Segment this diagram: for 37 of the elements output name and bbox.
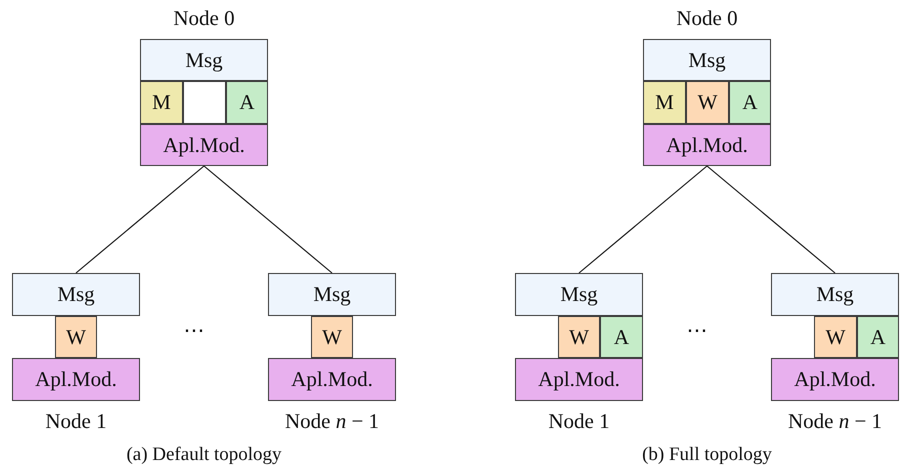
module-box: Apl.Mod. <box>140 124 268 166</box>
node-label: Node 0 <box>676 6 738 31</box>
module-box: Apl.Mod. <box>12 358 140 401</box>
module-box: Msg <box>12 273 140 316</box>
module-box: Apl.Mod. <box>771 358 899 401</box>
module-box: A <box>857 316 899 358</box>
node-label: Node 1 <box>45 409 107 434</box>
module-box: Msg <box>771 273 899 316</box>
module-box: M <box>643 81 686 124</box>
module-box: A <box>226 81 268 124</box>
module-box: W <box>558 316 600 358</box>
caption: (b) Full topology <box>642 444 772 466</box>
node-label: Node 0 <box>173 6 235 31</box>
module-box: Apl.Mod. <box>268 358 396 401</box>
connector-line <box>578 166 708 274</box>
node-label: Node n − 1 <box>284 409 380 434</box>
module-box: A <box>729 81 771 124</box>
module-box: W <box>686 81 729 124</box>
ellipsis: ⋯ <box>184 318 204 343</box>
module-box: Msg <box>268 273 396 316</box>
module-box: Apl.Mod. <box>643 124 771 166</box>
module-box: Msg <box>643 39 771 81</box>
module-box: W <box>814 316 857 358</box>
module-box: W <box>55 316 97 358</box>
node-label: Node 1 <box>548 409 610 434</box>
connector-line <box>76 166 204 274</box>
module-box: A <box>600 316 643 358</box>
module-box: M <box>140 81 183 124</box>
caption: (a) Default topology <box>126 444 282 466</box>
connector-line <box>204 166 332 274</box>
ellipsis: ⋯ <box>686 318 708 343</box>
module-box: Apl.Mod. <box>515 358 643 401</box>
module-box: Msg <box>515 273 643 316</box>
module-box: W <box>311 316 353 358</box>
node-label: Node n − 1 <box>788 409 882 434</box>
connector-line <box>706 166 836 274</box>
module-box: Msg <box>140 39 268 81</box>
